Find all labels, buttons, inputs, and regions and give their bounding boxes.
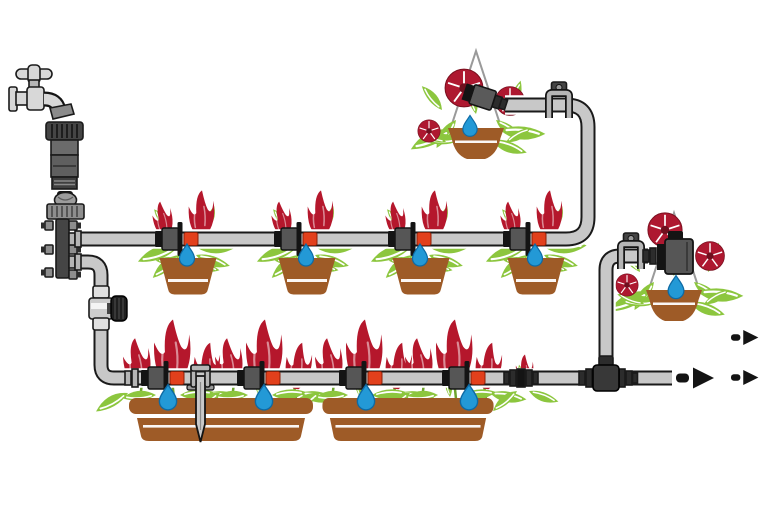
flow-continues-arrow bbox=[731, 369, 759, 386]
tap-spout-tip bbox=[49, 103, 76, 120]
basket2-dripper bbox=[642, 231, 694, 275]
elbow-barb-fitting bbox=[124, 368, 139, 388]
flow-arrows bbox=[676, 329, 759, 389]
tube-holder-stake bbox=[186, 364, 215, 443]
manifold-outlet-barbs bbox=[68, 230, 82, 271]
petunia-flower bbox=[615, 273, 639, 297]
petunia-flower bbox=[417, 119, 441, 143]
water-drop bbox=[667, 274, 685, 300]
flower-trough-1 bbox=[129, 398, 313, 441]
tap-adapter bbox=[45, 121, 84, 197]
water-drop bbox=[462, 114, 478, 137]
straight-coupling bbox=[503, 368, 539, 388]
flow-continues-arrow bbox=[731, 329, 759, 346]
flow-continues-arrow bbox=[676, 367, 714, 389]
tee-connector bbox=[578, 355, 639, 392]
tap-handle bbox=[15, 64, 53, 84]
petunia-flower bbox=[694, 240, 726, 272]
shutoff-valve bbox=[88, 285, 128, 331]
flower-troughs bbox=[129, 398, 494, 441]
garden-tap bbox=[8, 64, 76, 120]
distribution-manifold bbox=[41, 191, 85, 280]
basket1-dripper bbox=[461, 83, 509, 111]
